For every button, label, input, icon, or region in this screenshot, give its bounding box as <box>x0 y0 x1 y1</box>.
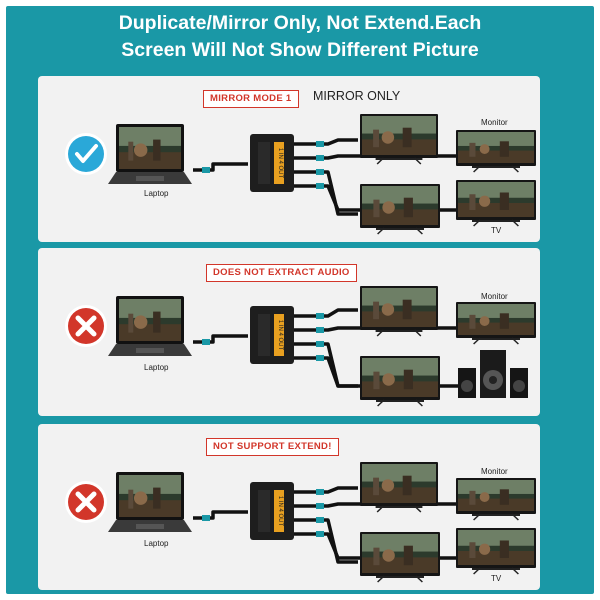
speaker-system <box>458 350 528 398</box>
check-mark <box>75 144 98 163</box>
panel-illustration: 1 IN 4 OUT <box>65 114 536 235</box>
monitor-stand <box>375 158 423 160</box>
title-line-1: Duplicate/Mirror Only, Not Extend.Each <box>118 12 482 34</box>
monitor-label: Monitor <box>481 118 508 127</box>
monitor-top-right <box>456 302 536 345</box>
tv-label: TV <box>491 226 502 235</box>
splitter-label: 1 IN 4 OUT <box>277 496 283 527</box>
output-plug <box>316 531 324 537</box>
laptop <box>108 124 192 184</box>
laptop-label: Laptop <box>144 539 169 548</box>
panel-tag: MIRROR MODE 1 <box>203 90 299 108</box>
laptop-trackpad <box>136 348 164 353</box>
check-badge-icon <box>65 133 107 175</box>
laptop-trackpad <box>136 524 164 529</box>
monitor-bottom-left <box>360 532 440 583</box>
panel-no-audio: DOES NOT EXTRACT AUDIO Laptop Monitor 1 … <box>38 248 540 416</box>
tv-display <box>456 528 536 575</box>
output-cable <box>294 518 358 564</box>
input-plug <box>202 515 210 521</box>
output-cable <box>294 170 358 216</box>
splitter-label: 1 IN 4 OUT <box>277 148 283 179</box>
monitor-stand <box>375 506 423 508</box>
panel-tag: DOES NOT EXTRACT AUDIO <box>206 264 357 282</box>
hdmi-splitter: 1 IN 4 OUT <box>250 306 294 364</box>
splitter-body <box>250 482 294 540</box>
output-plug <box>316 183 324 189</box>
splitter-label: 1 IN 4 OUT <box>277 320 283 351</box>
panel-mirror-mode: MIRROR MODE 1 MIRROR ONLY Laptop Monitor… <box>38 76 540 242</box>
output-plug <box>316 341 324 347</box>
laptop <box>108 296 192 356</box>
input-plug <box>202 167 210 173</box>
output-plug <box>316 313 324 319</box>
splitter-label-strip <box>274 490 284 532</box>
splitter-body <box>250 134 294 192</box>
title-line-2: Screen Will Not Show Different Picture <box>121 39 479 61</box>
monitor-stand <box>472 220 520 222</box>
output-plug <box>316 155 324 161</box>
input-cable <box>193 162 248 172</box>
monitor-top-right <box>456 478 536 521</box>
input-cable <box>193 334 248 344</box>
monitor-stand <box>375 330 423 332</box>
cross-badge-icon <box>65 481 107 523</box>
monitor-stand <box>376 576 424 578</box>
monitor-bottom-left <box>360 184 440 235</box>
output-plug <box>316 327 324 333</box>
output-plug <box>316 503 324 509</box>
output-cable <box>294 138 358 146</box>
panel-no-extend: NOT SUPPORT EXTEND! Laptop Monitor TV 1 … <box>38 424 540 590</box>
input-plug <box>202 339 210 345</box>
splitter-body <box>250 306 294 364</box>
panel-illustration: 1 IN 4 OUT <box>65 286 536 407</box>
output-plug <box>316 489 324 495</box>
monitor-stand <box>376 400 424 402</box>
output-plug <box>316 169 324 175</box>
cross-badge-icon <box>65 305 107 347</box>
monitor-top-right <box>456 130 536 173</box>
laptop-label: Laptop <box>144 189 169 198</box>
hdmi-splitter: 1 IN 4 OUT <box>250 482 294 540</box>
monitor-stand <box>472 568 520 570</box>
panel-tag: NOT SUPPORT EXTEND! <box>206 438 339 456</box>
laptop-label: Laptop <box>144 363 169 372</box>
monitor-top-left <box>360 114 438 165</box>
splitter-label-strip <box>274 314 284 356</box>
output-plug <box>316 141 324 147</box>
monitor-label: Monitor <box>481 292 508 301</box>
monitor-stand <box>472 166 520 168</box>
output-cable <box>294 342 358 388</box>
splitter-label-strip <box>274 142 284 184</box>
monitor-stand <box>376 228 424 230</box>
monitor-bottom-left <box>360 356 440 407</box>
monitor-top-left <box>360 462 438 513</box>
output-cable <box>294 308 358 318</box>
cross-mark <box>75 315 97 337</box>
panel-illustration: 1 IN 4 OUT <box>65 462 536 583</box>
page-title: Duplicate/Mirror Only, Not Extend.Each S… <box>0 10 600 64</box>
tv-display <box>456 180 536 227</box>
laptop-trackpad <box>136 176 164 181</box>
tv-label: TV <box>491 574 502 583</box>
monitor-top-left <box>360 286 438 337</box>
monitor-stand <box>472 514 520 516</box>
monitor-stand <box>472 338 520 340</box>
hdmi-splitter: 1 IN 4 OUT <box>250 134 294 192</box>
input-cable <box>193 510 248 520</box>
laptop <box>108 472 192 532</box>
cross-mark <box>75 491 97 513</box>
output-plug <box>316 355 324 361</box>
panel-note: MIRROR ONLY <box>313 89 401 103</box>
output-plug <box>316 517 324 523</box>
monitor-label: Monitor <box>481 467 508 476</box>
output-cable <box>294 486 358 494</box>
